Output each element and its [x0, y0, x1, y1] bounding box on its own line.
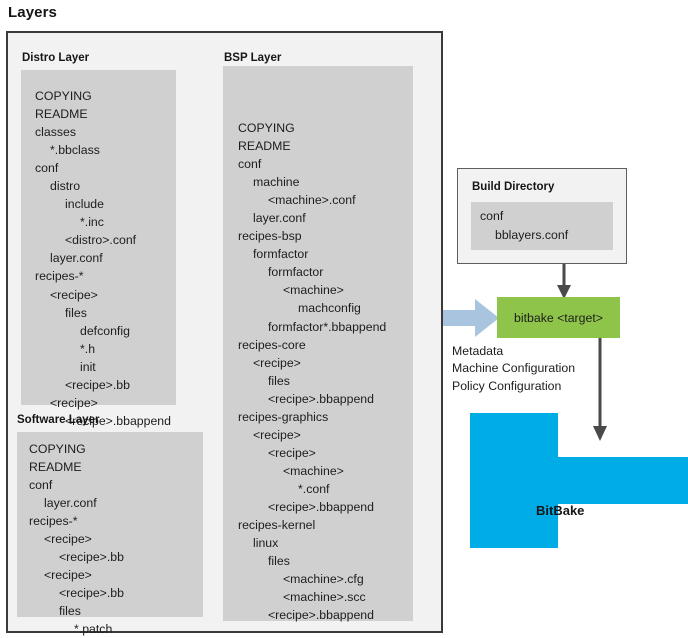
distro-layer-label: Distro Layer [22, 52, 90, 64]
tree-item: recipes-* [29, 514, 78, 529]
bsp-layer-label: BSP Layer [224, 52, 282, 64]
tree-item: COPYING [238, 121, 295, 135]
bitbake-command-label: bitbake <target> [514, 310, 603, 325]
tree-item: bblayers.conf [495, 227, 569, 242]
tree-item: recipes-core [238, 337, 306, 352]
tree-item: *.patch [74, 622, 113, 637]
tree-item: formfactor*.bbappend [268, 319, 387, 334]
tree-item: recipes-graphics [238, 409, 329, 424]
tree-item: <machine>.cfg [283, 572, 364, 587]
tree-item: <recipe>.bbappend [268, 391, 374, 406]
tree-item: *.inc [80, 215, 104, 230]
tree-item: machconfig [298, 301, 361, 316]
tree-item: <machine>.conf [268, 193, 356, 208]
metadata-caption-line-1: Metadata [452, 344, 504, 358]
build-directory-box: Build Directory conf bblayers.conf [457, 168, 627, 264]
software-layer-label: Software Layer [17, 414, 100, 426]
tree-item: README [35, 107, 88, 122]
tree-item: formfactor [253, 247, 309, 262]
bitbake-output-label: BitBake [536, 503, 585, 518]
tree-item: <recipe> [50, 287, 98, 302]
tree-item: <machine>.scc [283, 590, 366, 605]
tree-item: init [80, 359, 96, 374]
tree-item: <recipe> [268, 445, 316, 460]
tree-item: distro [50, 179, 81, 194]
tree-item: README [29, 460, 82, 475]
tree-item: recipes-* [35, 269, 84, 284]
bsp-layer-panel: COPYING README conf machine <machine>.conf la… [223, 66, 413, 624]
tree-item: linux [253, 536, 279, 551]
tree-item: <recipe> [44, 568, 92, 583]
tree-item: recipes-kernel [238, 518, 316, 533]
tree-item: defconfig [80, 323, 130, 338]
bitbake-command-box[interactable]: bitbake <target> [497, 297, 620, 338]
bitbake-output-shape [470, 413, 688, 548]
distro-layer-tree: COPYING README classes *.bbclass conf distro i… [21, 70, 176, 430]
tree-item: formfactor [268, 265, 324, 280]
tree-item: classes [35, 125, 77, 140]
tree-item: COPYING [29, 442, 86, 456]
tree-item: <machine> [283, 283, 344, 298]
tree-item: files [268, 554, 290, 569]
arrow-build-directory-to-bitbake-icon [553, 264, 575, 300]
tree-item: files [59, 604, 81, 619]
arrow-metadata-to-bitbake-icon [443, 298, 500, 338]
tree-item: <recipe>.bbappend [268, 608, 374, 623]
tree-item: <recipe> [44, 532, 92, 547]
metadata-caption: Metadata Machine Configuration Policy Co… [452, 343, 642, 395]
build-directory-label: Build Directory [472, 181, 555, 193]
tree-item: *.bbclass [50, 143, 100, 158]
build-directory-panel: conf bblayers.conf [471, 202, 613, 250]
tree-item: layer.conf [44, 496, 97, 511]
tree-item: <recipe> [253, 355, 301, 370]
tree-item: <recipe>.bb [65, 377, 130, 392]
software-layer-panel: COPYING README conf layer.conf recipes-* <rec… [17, 432, 203, 636]
tree-item: <recipe> [253, 427, 301, 442]
tree-item: include [65, 197, 104, 212]
software-layer-tree: COPYING README conf layer.conf recipes-* <rec… [17, 432, 203, 638]
distro-layer-panel: COPYING README classes *.bbclass conf distro i… [21, 70, 176, 428]
tree-item: conf [480, 209, 504, 223]
tree-item: <distro>.conf [65, 233, 137, 248]
tree-item: recipes-bsp [238, 229, 302, 244]
tree-item: <recipe>.bbappend [268, 499, 374, 514]
tree-item: conf [35, 161, 59, 176]
arrow-bitbake-to-output-icon [589, 338, 611, 442]
tree-item: <recipe> [50, 395, 98, 410]
tree-item: <recipe>.bb [59, 550, 124, 565]
page-title: Layers [8, 4, 57, 21]
tree-item: conf [29, 478, 53, 493]
tree-item: <recipe>.bb [59, 586, 124, 601]
tree-item: COPYING [35, 89, 92, 103]
metadata-caption-line-3: Policy Configuration [452, 378, 562, 393]
tree-item: <recipe>.bbappend [65, 413, 171, 428]
tree-item: conf [238, 157, 262, 172]
tree-item: files [65, 305, 87, 320]
bsp-layer-tree: COPYING README conf machine <machine>.conf la… [223, 66, 413, 624]
tree-item: README [238, 139, 291, 154]
tree-item: <machine> [283, 463, 344, 478]
tree-item: layer.conf [50, 251, 103, 266]
tree-item: layer.conf [253, 211, 306, 226]
tree-item: machine [253, 175, 300, 190]
tree-item: *.h [80, 341, 96, 356]
metadata-caption-line-2: Machine Configuration [452, 361, 576, 376]
build-directory-tree: conf bblayers.conf [471, 202, 613, 244]
tree-item: *.conf [298, 481, 330, 496]
tree-item: files [268, 373, 290, 388]
